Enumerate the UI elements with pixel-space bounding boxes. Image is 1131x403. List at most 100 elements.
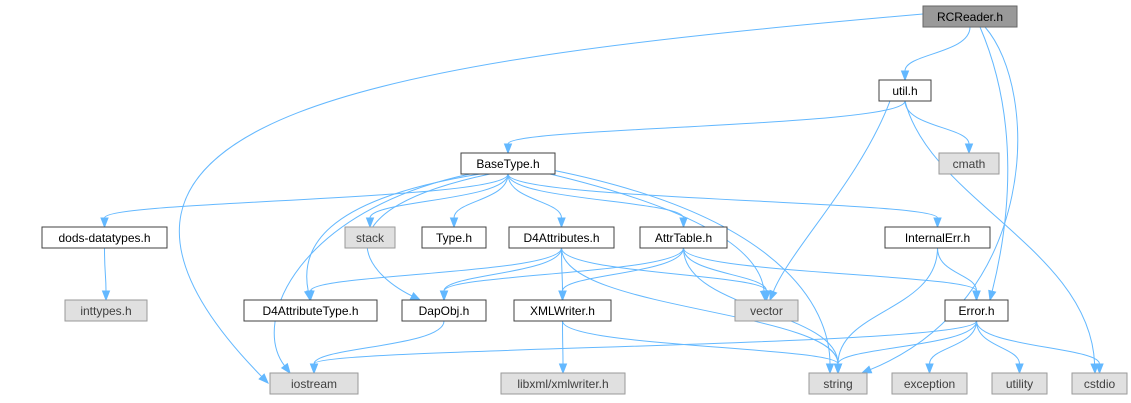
edge-dods_datatypes-to-inttypes bbox=[101, 247, 111, 302]
edge-rcreader-to-iostream bbox=[178, 13, 924, 384]
edge-line bbox=[561, 247, 767, 292]
edge-basetype-to-stack bbox=[365, 173, 509, 229]
node-box bbox=[922, 5, 1018, 28]
node-label: vector bbox=[750, 304, 783, 318]
edge-rcreader-to-error bbox=[979, 26, 1009, 302]
node-box bbox=[891, 372, 968, 395]
edge-line bbox=[562, 320, 564, 365]
node-label: stack bbox=[356, 231, 385, 245]
node-label: Type.h bbox=[436, 231, 472, 245]
node-label: AttrTable.h bbox=[655, 231, 712, 245]
edge-arrowhead bbox=[1015, 363, 1024, 375]
edge-arrowhead bbox=[409, 291, 422, 301]
node-internalerr-h[interactable]: InternalErr.h bbox=[884, 226, 991, 249]
node-label: dods-datatypes.h bbox=[58, 231, 150, 245]
node-box bbox=[944, 299, 1009, 322]
node-xmlwriter-h[interactable]: XMLWriter.h bbox=[513, 299, 612, 322]
edge-line bbox=[507, 173, 938, 219]
node-label: inttypes.h bbox=[80, 304, 131, 318]
edge-line bbox=[979, 26, 1009, 292]
node-stack: stack bbox=[344, 226, 396, 249]
node-label: util.h bbox=[892, 84, 917, 98]
node-label: cstdio bbox=[1084, 377, 1116, 391]
edge-line bbox=[837, 320, 977, 365]
node-utility: utility bbox=[991, 372, 1048, 395]
node-util-h[interactable]: util.h bbox=[878, 79, 932, 102]
edge-arrowhead bbox=[988, 289, 997, 302]
edge-arrowhead bbox=[769, 289, 778, 302]
node-type-h[interactable]: Type.h bbox=[421, 226, 487, 249]
edge-line bbox=[772, 100, 891, 292]
edge-line bbox=[562, 247, 684, 292]
node-label: cmath bbox=[953, 157, 986, 171]
node-vector: vector bbox=[734, 299, 799, 322]
node-label: exception bbox=[904, 377, 955, 391]
edge-basetype-to-attrtable bbox=[507, 173, 688, 229]
edge-basetype-to-internalerr bbox=[507, 173, 942, 229]
node-inttypes-h: inttypes.h bbox=[64, 299, 148, 322]
edge-line bbox=[904, 100, 1096, 365]
edge-basetype-to-dods_datatypes bbox=[100, 173, 509, 229]
node-label: RCReader.h bbox=[937, 10, 1003, 24]
edge-arrowhead bbox=[964, 143, 974, 155]
edge-arrowhead bbox=[439, 290, 449, 302]
node-box bbox=[269, 372, 359, 395]
edge-line bbox=[683, 247, 767, 292]
node-iostream: iostream bbox=[269, 372, 359, 395]
edge-attrtable-to-dapobj bbox=[439, 247, 684, 302]
edge-arrowhead bbox=[557, 217, 566, 229]
node-box bbox=[508, 226, 615, 249]
node-box bbox=[344, 226, 396, 249]
edge-line bbox=[929, 320, 977, 365]
node-box bbox=[938, 152, 1000, 175]
edge-attrtable-to-xmlwriter bbox=[558, 247, 684, 302]
node-error-h[interactable]: Error.h bbox=[944, 299, 1009, 322]
node-dapobj-h[interactable]: DapObj.h bbox=[401, 299, 487, 322]
edge-line bbox=[561, 247, 839, 365]
edge-util-to-basetype bbox=[503, 100, 906, 155]
edge-line bbox=[104, 173, 509, 219]
edge-line bbox=[306, 173, 481, 292]
node-d4attributes-h[interactable]: D4Attributes.h bbox=[508, 226, 615, 249]
edge-arrowhead bbox=[306, 290, 315, 302]
edge-line bbox=[870, 26, 1019, 371]
node-box bbox=[734, 299, 799, 322]
node-exception: exception bbox=[891, 372, 968, 395]
node-attrtable-h[interactable]: AttrTable.h bbox=[639, 226, 728, 249]
node-label: InternalErr.h bbox=[905, 231, 970, 245]
edge-line bbox=[562, 320, 839, 365]
edge-error-to-utility bbox=[976, 320, 1024, 375]
node-box bbox=[639, 226, 728, 249]
node-d4attributetype-h[interactable]: D4AttributeType.h bbox=[243, 299, 378, 322]
edge-line bbox=[453, 173, 509, 219]
edge-util-to-vector bbox=[769, 100, 891, 302]
edge-arrowhead bbox=[833, 363, 843, 375]
node-box bbox=[500, 372, 626, 395]
node-box bbox=[243, 299, 378, 322]
node-label: D4Attributes.h bbox=[523, 231, 599, 245]
edge-xmlwriter-to-libxml bbox=[558, 320, 568, 375]
node-box bbox=[878, 79, 932, 102]
node-label: XMLWriter.h bbox=[530, 304, 595, 318]
edge-line bbox=[837, 247, 938, 365]
edge-d4attributes-to-dapobj bbox=[439, 247, 562, 302]
edge-line bbox=[313, 320, 445, 365]
edge-basetype-to-iostream bbox=[273, 173, 471, 375]
edge-arrowhead bbox=[309, 363, 319, 375]
edge-line bbox=[273, 173, 471, 367]
node-basetype-h[interactable]: BaseType.h bbox=[460, 152, 556, 175]
edge-line bbox=[507, 173, 684, 219]
edge-attrtable-to-vector bbox=[683, 247, 771, 302]
edge-arrowhead bbox=[762, 290, 771, 302]
edge-arrowhead bbox=[558, 363, 568, 375]
node-dods-datatypes-h[interactable]: dods-datatypes.h bbox=[41, 226, 168, 249]
edge-line bbox=[976, 320, 1100, 365]
root-node-rcreader-h[interactable]: RCReader.h bbox=[922, 5, 1018, 28]
edge-internalerr-to-string bbox=[833, 247, 938, 375]
edge-line bbox=[507, 173, 562, 219]
edge-line bbox=[904, 100, 970, 145]
edge-line bbox=[937, 247, 977, 292]
edge-rcreader-to-util bbox=[900, 26, 971, 82]
edge-arrowhead bbox=[503, 143, 513, 155]
